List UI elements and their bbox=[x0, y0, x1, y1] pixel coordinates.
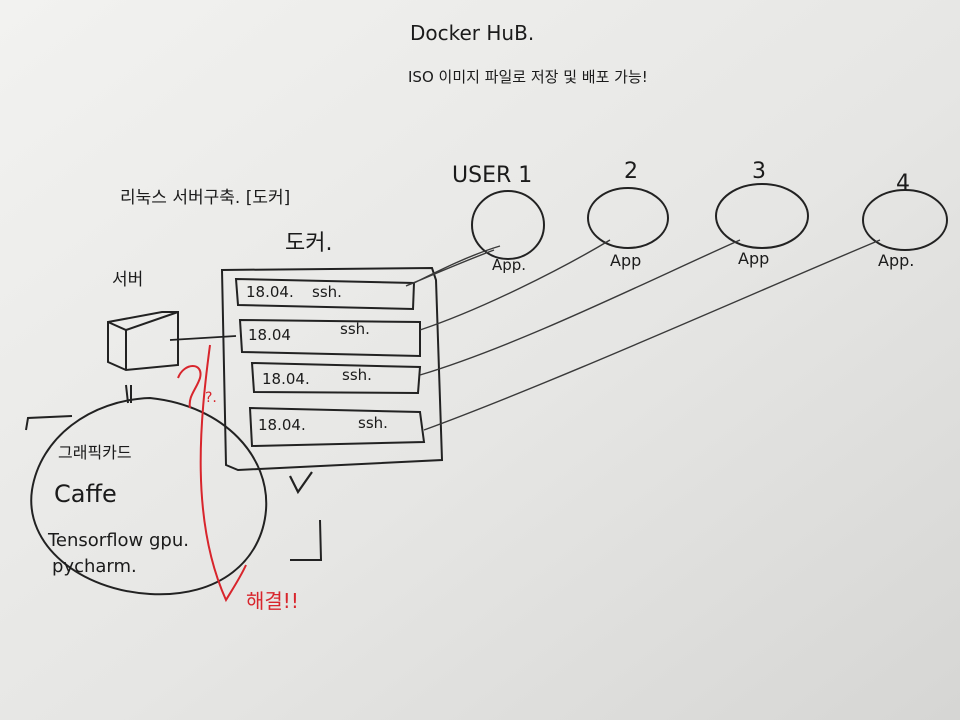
user-node: 3 App bbox=[715, 159, 809, 268]
docker-container-box bbox=[220, 266, 444, 472]
server-to-docker-line bbox=[169, 335, 237, 341]
container-row-app: ssh. bbox=[358, 414, 388, 432]
gpu-item: Tensorflow gpu. bbox=[47, 530, 189, 551]
gpu-item: pycharm. bbox=[52, 556, 137, 577]
user-label: 2 bbox=[624, 159, 638, 184]
gpu-circle bbox=[25, 396, 268, 596]
red-question-text: ?. bbox=[205, 390, 217, 406]
user-node: 2 App bbox=[587, 159, 669, 270]
red-question-mark bbox=[177, 365, 202, 409]
corner-bracket bbox=[290, 519, 323, 561]
container-row-version: 18.04 bbox=[248, 326, 291, 344]
gpu-heading: 그래픽카드 bbox=[58, 443, 132, 462]
container-row: 18.04. ssh. bbox=[250, 361, 422, 395]
server-cube-icon bbox=[107, 311, 179, 372]
user-app-label: App. bbox=[492, 256, 526, 274]
gpu-item: Caffe bbox=[54, 480, 117, 508]
user-node: USER 1 App. bbox=[452, 163, 545, 274]
user-label: 4 bbox=[896, 171, 910, 196]
docker-label: 도커. bbox=[285, 231, 332, 256]
header-subtitle: ISO 이미지 파일로 저장 및 배포 가능! bbox=[408, 68, 648, 86]
container-row-version: 18.04. bbox=[246, 283, 294, 301]
server-section-heading: 리눅스 서버구축. [도커] bbox=[120, 188, 290, 208]
container-row: 18.04 ssh. bbox=[238, 318, 421, 358]
container-row: 18.04. ssh. bbox=[248, 406, 426, 448]
check-mark-icon bbox=[289, 471, 313, 495]
container-row-app: ssh. bbox=[342, 366, 372, 384]
user-node: 4 App. bbox=[862, 171, 948, 270]
user-label: 3 bbox=[752, 159, 766, 184]
container-row-app: ssh. bbox=[312, 283, 342, 301]
red-note: 해결!! bbox=[246, 589, 299, 613]
user-app-label: App bbox=[610, 251, 641, 270]
user-label: USER 1 bbox=[452, 163, 532, 188]
ssh-connections bbox=[405, 239, 881, 431]
user-app-label: App. bbox=[878, 251, 914, 270]
container-row: 18.04. ssh. bbox=[234, 277, 416, 311]
container-row-version: 18.04. bbox=[258, 416, 306, 434]
red-curve bbox=[199, 344, 247, 603]
container-row-version: 18.04. bbox=[262, 370, 310, 388]
server-label: 서버 bbox=[112, 270, 143, 290]
container-row-app: ssh. bbox=[340, 320, 370, 338]
header-title: Docker HuB. bbox=[410, 21, 534, 45]
user-app-label: App bbox=[738, 249, 769, 268]
